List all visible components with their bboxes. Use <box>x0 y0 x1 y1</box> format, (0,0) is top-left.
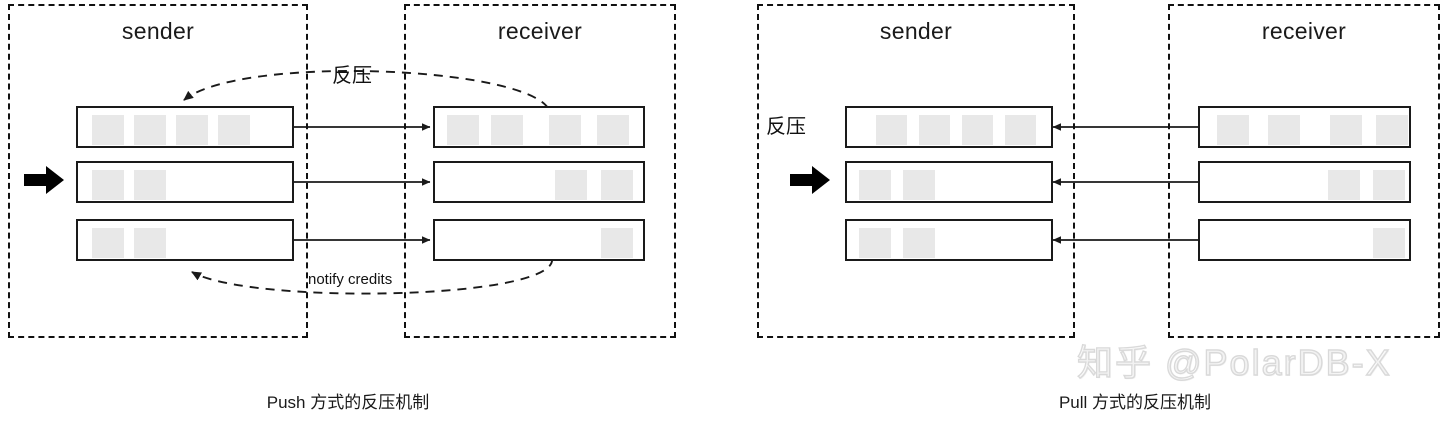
buffer-cell <box>601 228 633 258</box>
buffer-cell <box>491 115 523 145</box>
buffer-cell <box>92 228 124 258</box>
push-receiver-queue-2 <box>433 161 645 203</box>
push-receiver-title: receiver <box>497 18 583 44</box>
push-caption: Push 方式的反压机制 <box>266 393 430 412</box>
buffer-cell <box>176 115 208 145</box>
buffer-cell <box>903 228 935 258</box>
pull-receiver-queue-2 <box>1198 161 1411 203</box>
pull-receiver-panel <box>1168 4 1440 338</box>
buffer-cell <box>903 170 935 200</box>
push-backpressure-curve <box>183 70 549 109</box>
pull-receiver-title: receiver <box>1261 18 1347 44</box>
pull-input-arrow <box>790 166 830 194</box>
push-notify-credits-curve <box>191 257 553 295</box>
pull-caption: Pull 方式的反压机制 <box>1058 393 1212 412</box>
push-sender-title: sender <box>121 18 195 44</box>
buffer-cell <box>876 115 907 145</box>
buffer-cell <box>134 115 166 145</box>
buffer-cell <box>962 115 993 145</box>
buffer-cell <box>1005 115 1036 145</box>
push-sender-panel <box>8 4 308 338</box>
buffer-cell <box>859 170 891 200</box>
pull-sender-panel <box>757 4 1075 338</box>
buffer-cell <box>134 170 166 200</box>
buffer-cell <box>555 170 587 200</box>
buffer-cell <box>597 115 629 145</box>
buffer-cell <box>1373 228 1405 258</box>
push-sender-queue-3 <box>76 219 294 261</box>
push-receiver-queue-3 <box>433 219 645 261</box>
pull-sender-queue-2 <box>845 161 1053 203</box>
buffer-cell <box>92 115 124 145</box>
buffer-cell <box>549 115 581 145</box>
buffer-cell <box>1328 170 1360 200</box>
push-receiver-panel <box>404 4 676 338</box>
push-input-arrow <box>24 166 64 194</box>
buffer-cell <box>447 115 479 145</box>
buffer-cell <box>1373 170 1405 200</box>
pull-sender-queue-1 <box>845 106 1053 148</box>
buffer-cell <box>1330 115 1362 145</box>
buffer-cell <box>601 170 633 200</box>
push-notify-credits-label: notify credits <box>308 271 393 288</box>
pull-receiver-queue-1 <box>1198 106 1411 148</box>
buffer-cell <box>92 170 124 200</box>
pull-backpressure-label: 反压 <box>766 116 806 138</box>
buffer-cell <box>859 228 891 258</box>
buffer-cell <box>919 115 950 145</box>
push-receiver-queue-1 <box>433 106 645 148</box>
buffer-cell <box>1376 115 1408 145</box>
pull-sender-queue-3 <box>845 219 1053 261</box>
push-sender-queue-2 <box>76 161 294 203</box>
pull-sender-title: sender <box>879 18 953 44</box>
buffer-cell <box>134 228 166 258</box>
pull-receiver-queue-3 <box>1198 219 1411 261</box>
buffer-cell <box>218 115 250 145</box>
push-sender-queue-1 <box>76 106 294 148</box>
push-backpressure-label: 反压 <box>332 65 372 87</box>
buffer-cell <box>1217 115 1249 145</box>
buffer-cell <box>1268 115 1300 145</box>
